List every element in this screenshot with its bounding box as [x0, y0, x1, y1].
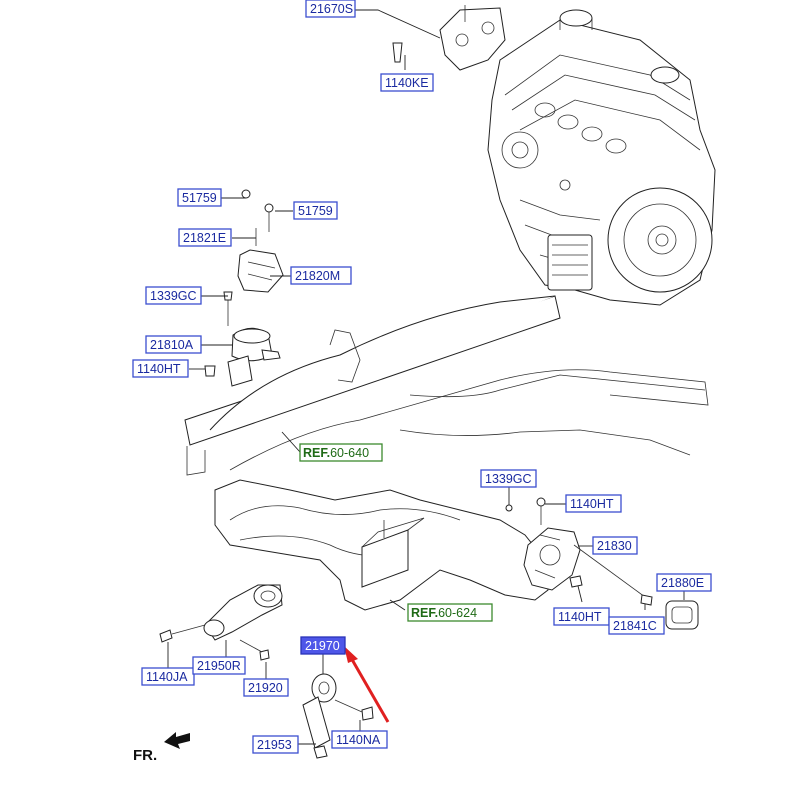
svg-text:21810A: 21810A	[150, 338, 194, 352]
front-label: FR.	[133, 747, 157, 764]
upper-engine-bracket-drawing	[392, 5, 506, 71]
svg-text:1140KE: 1140KE	[385, 76, 429, 90]
torque-rod-drawing	[159, 584, 283, 661]
svg-text:1140JA: 1140JA	[146, 670, 188, 684]
engine-assembly-drawing	[487, 9, 716, 306]
part-label-21953[interactable]: 21953	[252, 735, 299, 754]
part-label-1140NA[interactable]: 1140NA	[331, 730, 388, 749]
part-label-1140HT[interactable]: 1140HT	[565, 494, 622, 513]
front-direction-indicator: FR.	[133, 732, 190, 764]
svg-text:1140HT: 1140HT	[558, 610, 602, 624]
part-label-1339GC[interactable]: 1339GC	[480, 469, 537, 488]
part-label-21970[interactable]: 21970	[300, 636, 346, 655]
part-label-21950R[interactable]: 21950R	[192, 656, 246, 675]
part-label-51759[interactable]: 51759	[177, 188, 222, 207]
svg-text:51759: 51759	[182, 191, 217, 205]
svg-text:21920: 21920	[248, 681, 283, 695]
svg-text:REF.60-640: REF.60-640	[303, 446, 369, 460]
part-label-1339GC[interactable]: 1339GC	[145, 286, 202, 305]
front-arrow-icon	[164, 732, 190, 749]
part-label-21841C[interactable]: 21841C	[608, 616, 665, 635]
part-label-21820M[interactable]: 21820M	[290, 266, 352, 285]
svg-text:1140HT: 1140HT	[570, 497, 614, 511]
right-engine-mount-drawing	[505, 497, 699, 630]
front-crossmember-drawing	[184, 295, 709, 476]
rear-subframe-drawing	[214, 479, 549, 611]
part-label-1140HT[interactable]: 1140HT	[553, 607, 610, 626]
svg-text:REF.60-624: REF.60-624	[411, 606, 477, 620]
svg-text:21950R: 21950R	[197, 659, 241, 673]
part-label-21821E[interactable]: 21821E	[178, 228, 232, 247]
svg-text:21830: 21830	[597, 539, 632, 553]
svg-text:21970: 21970	[305, 639, 340, 653]
part-label-21880E[interactable]: 21880E	[656, 573, 712, 592]
part-label-21830[interactable]: 21830	[592, 536, 638, 555]
part-label-21810A[interactable]: 21810A	[145, 335, 202, 354]
svg-text:21880E: 21880E	[661, 576, 704, 590]
svg-text:21820M: 21820M	[295, 269, 340, 283]
ref-label-60-640[interactable]: REF.60-640	[299, 443, 383, 462]
part-label-1140KE[interactable]: 1140KE	[380, 73, 434, 92]
pointer-arrow	[344, 646, 390, 723]
svg-text:21670S: 21670S	[310, 2, 353, 16]
left-engine-mount-drawing	[204, 189, 284, 387]
svg-text:21841C: 21841C	[613, 619, 657, 633]
part-label-1140JA[interactable]: 1140JA	[141, 667, 195, 686]
svg-text:21953: 21953	[257, 738, 292, 752]
part-label-1140HT[interactable]: 1140HT	[132, 359, 189, 378]
part-label-51759[interactable]: 51759	[293, 201, 338, 220]
part-label-21670S[interactable]: 21670S	[305, 0, 356, 18]
part-label-21920[interactable]: 21920	[243, 678, 289, 697]
svg-text:1339GC: 1339GC	[150, 289, 197, 303]
svg-text:21821E: 21821E	[183, 231, 226, 245]
svg-text:51759: 51759	[298, 204, 333, 218]
svg-text:1140HT: 1140HT	[137, 362, 181, 376]
ref-label-60-624[interactable]: REF.60-624	[407, 603, 493, 622]
svg-text:1140NA: 1140NA	[336, 733, 381, 747]
leader-lines	[167, 9, 685, 745]
svg-text:1339GC: 1339GC	[485, 472, 532, 486]
rear-roll-mount-drawing	[302, 673, 374, 759]
